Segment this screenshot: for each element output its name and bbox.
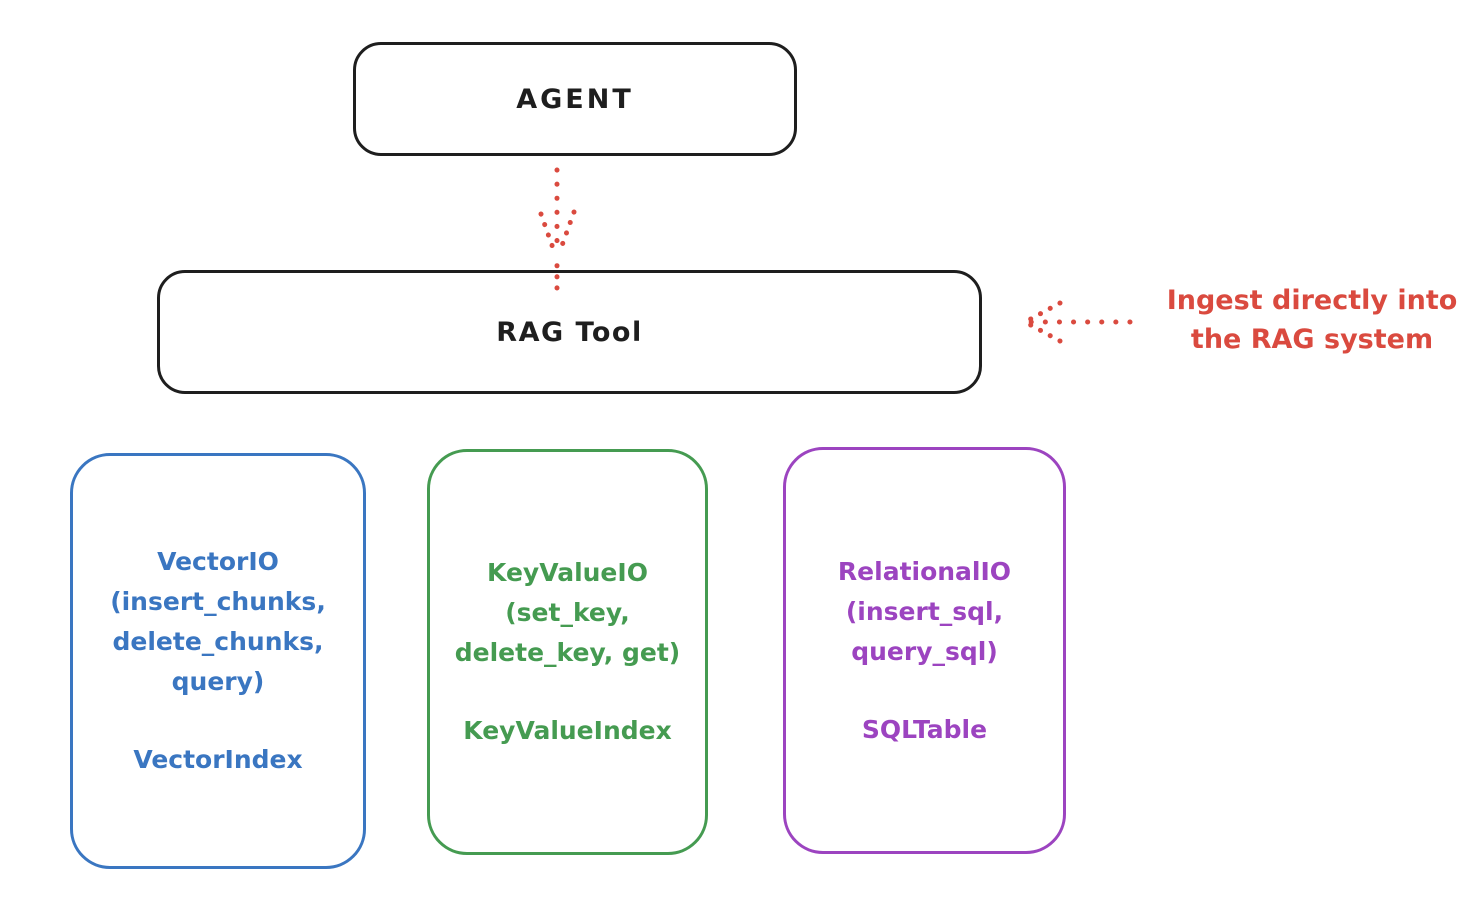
- vector-index-label: VectorIndex: [133, 745, 303, 774]
- card-line: (insert_sql,: [845, 596, 1004, 626]
- key-value-io-text: KeyValueIO (set_key, delete_key, get): [455, 553, 680, 673]
- key-value-index-label: KeyValueIndex: [463, 716, 672, 745]
- card-line: delete_chunks,: [112, 627, 324, 656]
- sql-table-label: SQLTable: [861, 714, 988, 744]
- key-value-io-card: KeyValueIO (set_key, delete_key, get) Ke…: [427, 449, 708, 855]
- card-line: (insert_chunks,: [110, 587, 326, 616]
- relational-io-card: RelationalIO (insert_sql, query_sql) SQL…: [783, 447, 1066, 854]
- relational-io-text: RelationalIO (insert_sql, query_sql): [838, 552, 1011, 672]
- annotation-to-rag-arrow: [1024, 300, 1133, 344]
- card-line: query): [171, 667, 265, 696]
- ingest-annotation-line1: Ingest directly into: [1166, 285, 1458, 316]
- vector-io-text: VectorIO (insert_chunks, delete_chunks, …: [110, 542, 326, 702]
- ingest-annotation: Ingest directly into the RAG system: [1140, 281, 1484, 359]
- vector-io-card: VectorIO (insert_chunks, delete_chunks, …: [70, 453, 366, 869]
- card-line: KeyValueIO: [487, 558, 648, 587]
- card-line: VectorIO: [157, 547, 279, 576]
- rag-tool-box: RAG Tool: [157, 270, 982, 394]
- agent-label: AGENT: [516, 83, 634, 115]
- card-line: RelationalIO: [837, 556, 1012, 586]
- agent-box: AGENT: [353, 42, 797, 156]
- ingest-annotation-line2: the RAG system: [1190, 324, 1434, 355]
- card-line: query_sql): [851, 636, 998, 666]
- card-line: (set_key,: [505, 598, 630, 627]
- rag-tool-label: RAG Tool: [496, 316, 643, 348]
- card-line: delete_key, get): [454, 638, 681, 667]
